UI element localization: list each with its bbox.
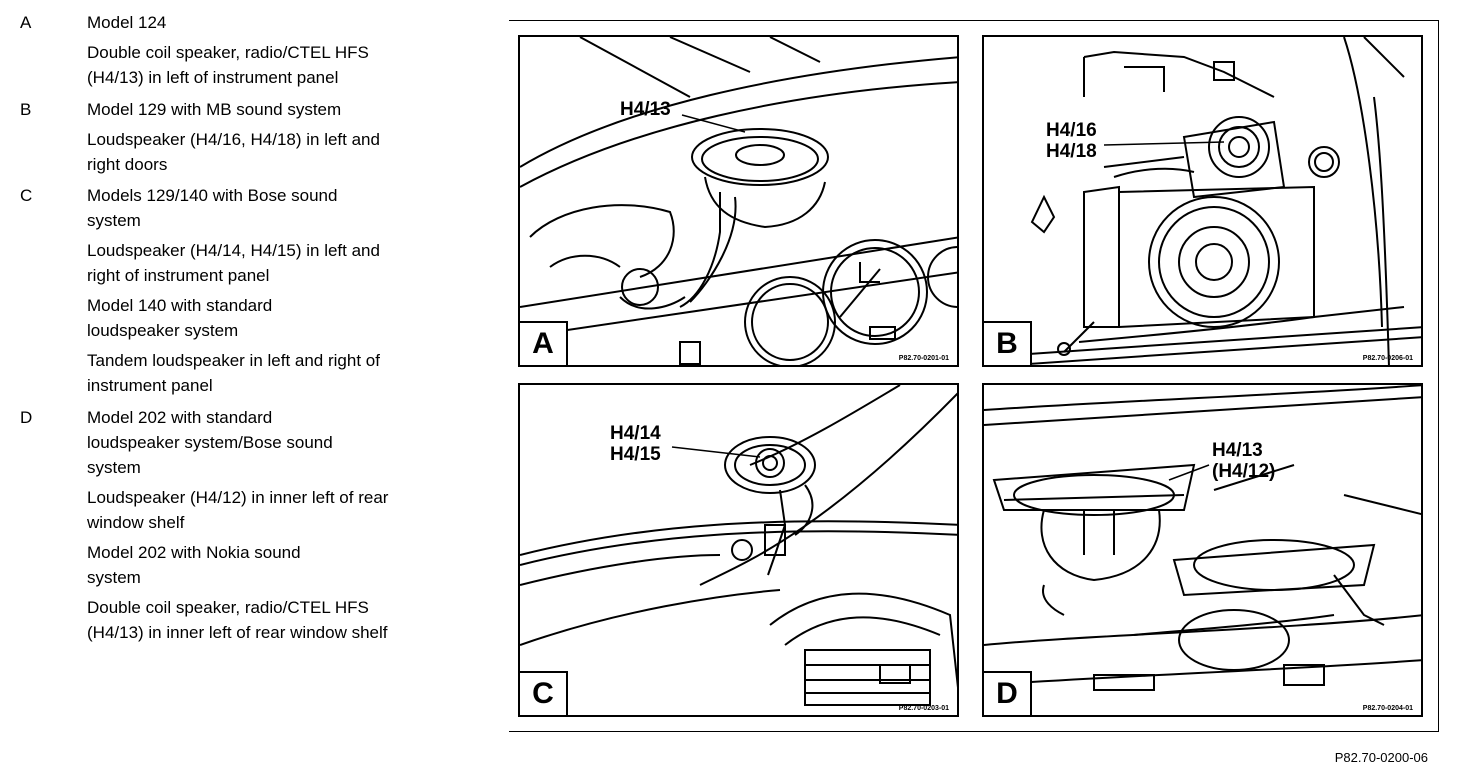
- panel-c-drawing: [520, 385, 957, 706]
- legend-line: right doors: [87, 155, 168, 174]
- legend-key: A: [20, 13, 32, 32]
- legend-line: Loudspeaker (H4/14, H4/15) in left and: [87, 241, 380, 260]
- legend-line: window shelf: [87, 513, 185, 532]
- legend-key: B: [20, 100, 32, 119]
- part-number: P82.70-0201-01: [898, 355, 949, 362]
- legend-key: D: [20, 408, 33, 427]
- legend-line: Double coil speaker, radio/CTEL HFS: [87, 43, 369, 62]
- part-number: P82.70-0203-01: [898, 705, 949, 712]
- frame-rule: [509, 731, 1439, 732]
- legend-line: Loudspeaker (H4/16, H4/18) in left and: [87, 130, 380, 149]
- panel-a-drawing: [520, 37, 957, 365]
- figure-code: P82.70-0200-06: [1334, 750, 1428, 765]
- callout-label: H4/13: [620, 99, 671, 120]
- legend-line: instrument panel: [87, 376, 213, 395]
- legend: A Model 124 Double coil speaker, radio/C…: [0, 0, 490, 700]
- legend-line: Model 140 with standard: [87, 296, 273, 315]
- panel-d: H4/13 (H4/12) D P82.70-0204-01: [982, 383, 1423, 717]
- panel-a: H4/13 A P82.70-0201-01: [518, 35, 959, 367]
- callout-label: H4/13 (H4/12): [1212, 440, 1276, 482]
- callout-label: H4/16 H4/18: [1046, 120, 1097, 162]
- panel-letter: B: [984, 321, 1032, 365]
- legend-line: Model 129 with MB sound system: [87, 100, 342, 119]
- legend-line: Model 202 with Nokia sound: [87, 543, 301, 562]
- panel-b: H4/16 H4/18 B P82.70-0206-01: [982, 35, 1423, 367]
- legend-text: Model 202 with standard loudspeaker syst…: [87, 405, 487, 645]
- panel-b-drawing: [984, 37, 1421, 365]
- panel-letter: D: [984, 671, 1032, 715]
- part-number: P82.70-0204-01: [1362, 705, 1413, 712]
- legend-line: loudspeaker system/Bose sound: [87, 433, 333, 452]
- legend-line: Models 129/140 with Bose sound: [87, 186, 338, 205]
- frame-rule: [509, 20, 1439, 21]
- legend-line: Model 202 with standard: [87, 408, 273, 427]
- part-number: P82.70-0206-01: [1362, 355, 1413, 362]
- legend-line: Loudspeaker (H4/12) in inner left of rea…: [87, 488, 389, 507]
- legend-line: system: [87, 211, 141, 230]
- panel-d-drawing: [984, 385, 1421, 691]
- legend-line: system: [87, 458, 141, 477]
- legend-key: C: [20, 186, 33, 205]
- legend-text: Model 124 Double coil speaker, radio/CTE…: [87, 10, 487, 90]
- panel-letter: C: [520, 671, 568, 715]
- callout-label: H4/14 H4/15: [610, 423, 661, 465]
- legend-text: Models 129/140 with Bose sound system Lo…: [87, 183, 487, 398]
- legend-line: Tandem loudspeaker in left and right of: [87, 351, 380, 370]
- legend-line: system: [87, 568, 141, 587]
- legend-line: Model 124: [87, 13, 167, 32]
- legend-text: Model 129 with MB sound system Loudspeak…: [87, 97, 487, 177]
- legend-line: loudspeaker system: [87, 321, 239, 340]
- legend-line: (H4/13) in inner left of rear window she…: [87, 623, 388, 642]
- figure-frame: [509, 20, 1439, 732]
- panel-c: H4/14 H4/15 C P82.70-0203-01: [518, 383, 959, 717]
- frame-rule: [1438, 20, 1439, 732]
- panel-letter: A: [520, 321, 568, 365]
- legend-line: Double coil speaker, radio/CTEL HFS: [87, 598, 369, 617]
- legend-line: (H4/13) in left of instrument panel: [87, 68, 339, 87]
- legend-line: right of instrument panel: [87, 266, 270, 285]
